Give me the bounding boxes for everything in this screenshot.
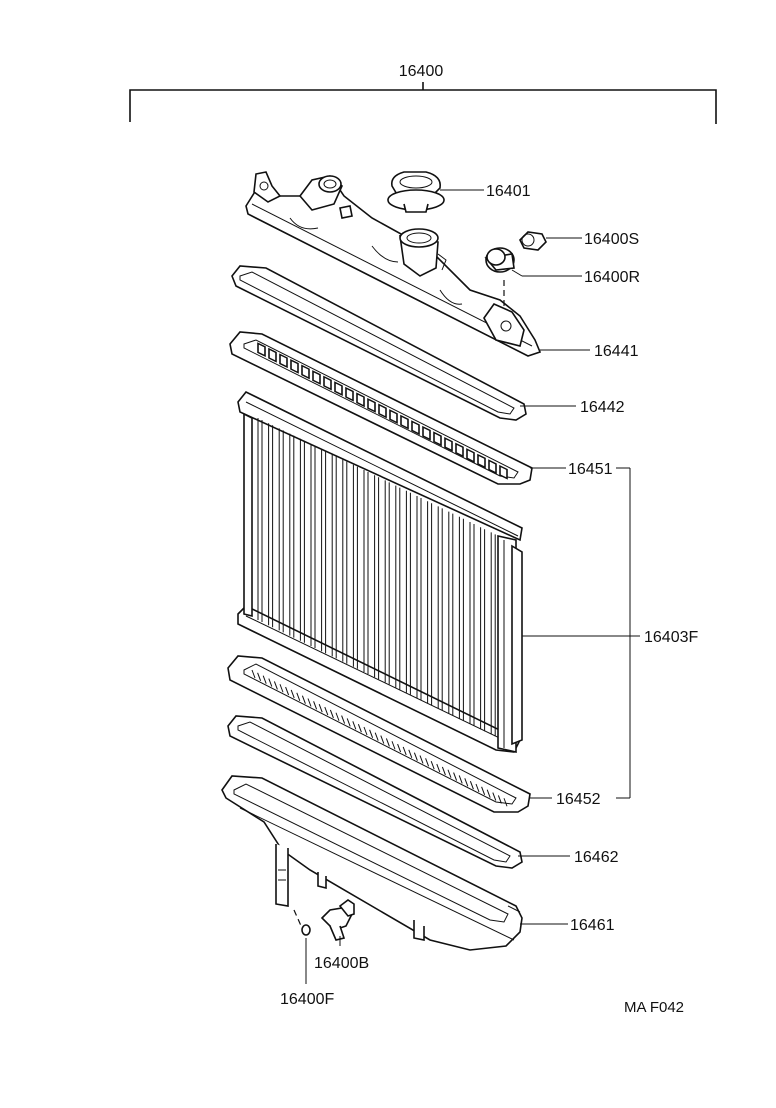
group-bracket — [616, 467, 631, 799]
upper-plate-slot — [411, 420, 420, 436]
lower-plate-slot — [268, 678, 273, 687]
upper-plate-slot — [389, 409, 398, 424]
lower-plate-slot — [335, 712, 340, 721]
lower-plate-slot — [464, 778, 469, 787]
lower-plate-slot — [469, 780, 474, 790]
lower-plate-slot — [251, 669, 256, 679]
upper-tank-label: 16441 — [594, 343, 639, 360]
upper-plate-label: 16451 — [568, 461, 613, 478]
lower-plate-slot — [296, 692, 301, 701]
lower-plate-slot — [329, 709, 334, 719]
drain-cock — [320, 899, 355, 941]
upper-plate-slot — [433, 431, 442, 447]
assembly-label: 16400 — [399, 63, 444, 80]
lower-plate-slot — [352, 721, 357, 730]
lower-plate — [227, 655, 531, 813]
plug-16400S — [519, 231, 547, 251]
lower-plate-slot — [290, 689, 295, 699]
lower-plate-slot — [357, 723, 362, 733]
assembly-bracket — [129, 82, 717, 124]
lower-plate-slot — [425, 758, 430, 767]
lower-plate-slot — [408, 749, 413, 758]
upper-plate-slot — [279, 353, 288, 369]
upper-plate-slot — [400, 414, 409, 430]
lower-plate-slot — [453, 772, 458, 781]
upper-plate-slot — [345, 386, 354, 402]
lower-plate-slot — [324, 706, 329, 716]
upper-plate-slot — [257, 342, 266, 358]
lower-plate-slot — [447, 769, 452, 778]
lower-plate-slot — [301, 695, 306, 704]
lower-plate-slot — [285, 686, 290, 696]
cap-label: 16401 — [486, 183, 531, 200]
upper-plate-slot — [466, 448, 475, 463]
lower-plate-slot — [346, 718, 351, 727]
lower-gasket — [227, 715, 523, 869]
grommet-label: 16400R — [584, 269, 640, 286]
lower-plate-label: 16452 — [556, 791, 601, 808]
upper-plate-slot — [312, 370, 321, 385]
lower-plate-slot — [273, 681, 278, 690]
upper-plate-slot — [444, 437, 453, 452]
lower-plate-slot — [397, 743, 402, 753]
lower-plate-slot — [475, 783, 480, 793]
upper-plate — [229, 331, 533, 485]
upper-plate-slot — [488, 459, 497, 475]
upper-plate-slot — [301, 364, 310, 380]
upper-plate-slot — [499, 464, 508, 480]
upper-plate-slot — [378, 403, 387, 419]
lower-plate-slot — [380, 735, 385, 744]
lower-plate-slot — [503, 798, 508, 807]
lower-plate-slot — [413, 752, 418, 761]
lower-tank-label: 16461 — [570, 917, 615, 934]
upper-gasket-label: 16442 — [580, 399, 625, 416]
radiator-core — [237, 390, 523, 753]
lower-plate-slot — [374, 732, 379, 741]
core-label: 16403F — [644, 629, 698, 646]
plug-label: 16400S — [584, 231, 639, 248]
lower-plate-slot — [436, 763, 441, 773]
lower-plate-slot — [307, 698, 312, 707]
lower-plate-slot — [262, 675, 267, 684]
lower-plate-slot — [318, 704, 323, 713]
upper-gasket — [231, 265, 527, 421]
lower-plate-slot — [497, 795, 502, 804]
lower-plate-slot — [341, 715, 346, 724]
upper-plate-slot — [477, 453, 486, 469]
upper-tank — [245, 171, 542, 357]
upper-plate-slot — [334, 381, 343, 397]
upper-plate-slot — [356, 392, 365, 408]
lower-plate-slot — [458, 775, 463, 784]
lower-plate-slot — [486, 789, 491, 798]
lower-plate-slot — [430, 761, 435, 770]
o-ring-label: 16400F — [280, 991, 334, 1008]
lower-plate-slot — [279, 684, 284, 693]
drawing-code: MA F042 — [624, 999, 684, 1016]
radiator-cap — [387, 171, 445, 213]
upper-plate-slot — [290, 358, 299, 374]
lower-plate-slot — [441, 766, 446, 776]
upper-plate-slot — [323, 375, 332, 391]
lower-plate-slot — [492, 792, 497, 801]
upper-plate-slot — [268, 347, 277, 363]
lower-plate-slot — [257, 672, 262, 682]
lower-plate-slot — [481, 786, 486, 796]
upper-plate-slot — [455, 442, 464, 458]
lower-tank — [221, 775, 523, 951]
lower-plate-slot — [402, 746, 407, 756]
lower-plate-slot — [419, 755, 424, 764]
lower-plate-slot — [391, 741, 396, 750]
lower-plate-slot — [369, 729, 374, 739]
upper-plate-slot — [367, 397, 376, 413]
lower-plate-slot — [363, 726, 368, 736]
upper-plate-slot — [422, 425, 431, 441]
drain-cock-label: 16400B — [314, 955, 369, 972]
lower-plate-slot — [313, 701, 318, 710]
lower-plate-slot — [385, 738, 390, 747]
grommet-16400R — [484, 247, 515, 273]
o-ring — [301, 924, 311, 936]
lower-gasket-label: 16462 — [574, 849, 619, 866]
